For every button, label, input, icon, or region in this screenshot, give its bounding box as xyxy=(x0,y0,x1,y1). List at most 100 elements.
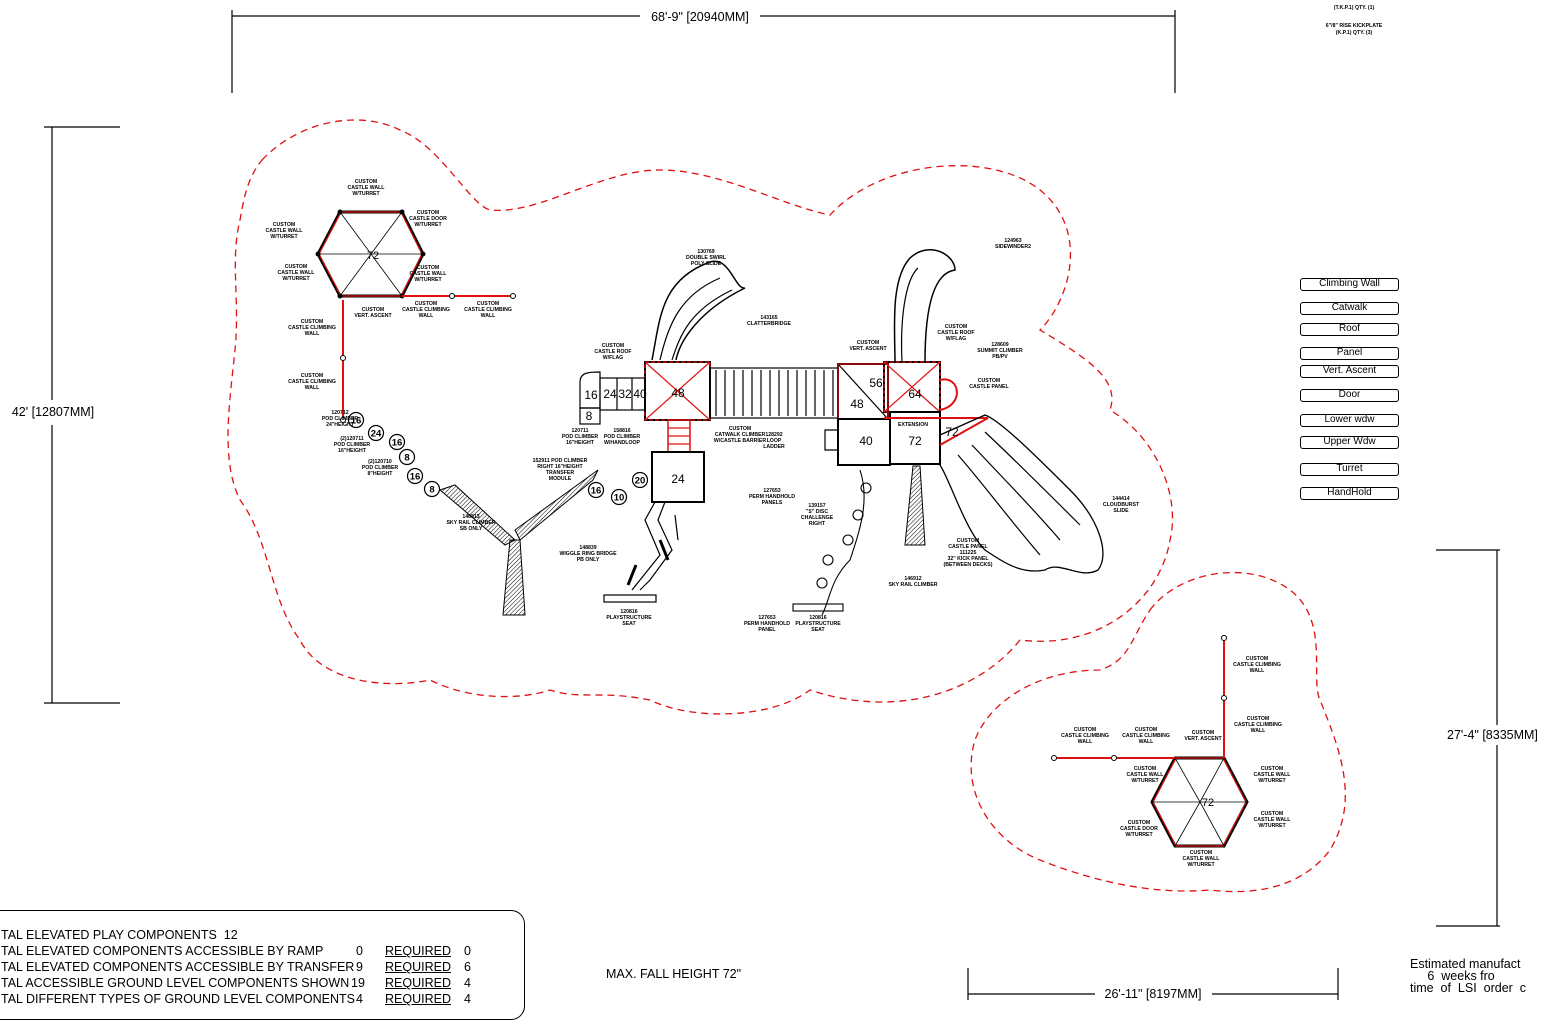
deck-40b-label: 40 xyxy=(859,434,873,448)
sky-rail-climber-right xyxy=(904,465,926,546)
step-16-label: 16 xyxy=(584,388,598,402)
legend-catwalk[interactable]: Catwalk xyxy=(1300,302,1399,315)
summary-value-2: 0 xyxy=(356,944,363,958)
deck-numbers: 48 16 24 32 40 8 24 56 48 64 40 72 72 xyxy=(584,376,959,486)
max-fall-height: MAX. FALL HEIGHT 72" xyxy=(606,967,742,981)
pod-climber-4 xyxy=(398,448,416,466)
step-32-label: 32 xyxy=(618,387,632,401)
summary-row-3: TAL ELEVATED COMPONENTS ACCESSIBLE BY TR… xyxy=(1,960,355,974)
legend-roof[interactable]: Roof xyxy=(1300,323,1399,336)
pod-climber-height-4: 8 xyxy=(404,453,409,464)
pod-climber-height-9: 10 xyxy=(614,493,625,504)
summary-required-4: REQUIRED xyxy=(385,976,451,990)
summary-row-1: TAL ELEVATED PLAY COMPONENTS 12 xyxy=(1,928,238,942)
deck-56-label: 56 xyxy=(869,376,883,390)
right-hex-platform xyxy=(1051,635,1249,848)
sky-rail-climber-left xyxy=(438,469,599,616)
step-8-label: 8 xyxy=(586,409,593,423)
legend-vert-ascent[interactable]: Vert. Ascent xyxy=(1300,365,1399,378)
step-24-label: 24 xyxy=(603,387,617,401)
step-40-label: 40 xyxy=(633,387,647,401)
accessibility-summary: TAL ELEVATED PLAY COMPONENTS 12 TAL ELEV… xyxy=(0,910,525,1020)
pod-climber-9 xyxy=(610,488,628,506)
pod-climber-7 xyxy=(587,481,605,499)
wiggle-ring-bridge xyxy=(603,501,679,603)
top-dimension-label: 68'-9" [20940MM] xyxy=(651,10,749,24)
safety-zone-main xyxy=(227,119,1174,715)
summary-required-value-2: 0 xyxy=(464,944,471,958)
deck-48-label: 48 xyxy=(671,386,685,400)
manufacture-estimate: Estimated manufact 6 weeks fro time of L… xyxy=(1410,957,1527,995)
pod-climber-height-6: 8 xyxy=(429,485,434,496)
legend-climbing-wall[interactable]: Climbing Wall xyxy=(1300,278,1399,291)
summary-required-value-4: 4 xyxy=(464,976,471,990)
kickplate-note-1: (T.K.P.1) QTY. (1) xyxy=(1334,5,1375,11)
legend-door[interactable]: Door xyxy=(1300,389,1399,402)
legend-lower-wdw[interactable]: Lower wdw xyxy=(1300,414,1399,427)
summary-required-2: REQUIRED xyxy=(385,944,451,958)
left-dimension-label: 42' [12807MM] xyxy=(12,405,94,419)
left-hex-platform xyxy=(315,209,516,423)
disc-challenge xyxy=(792,469,872,616)
bottom-dimension-label: 26'-11" [8197MM] xyxy=(1105,987,1202,1001)
kickplate-note-3: (K.P.1) QTY. (3) xyxy=(1336,30,1373,36)
deck-72a-label: 72 xyxy=(908,434,922,448)
deck-24-label: 24 xyxy=(671,472,685,486)
right-dimension-label: 27'-4" [8335MM] xyxy=(1447,728,1538,742)
legend-turret[interactable]: Turret xyxy=(1300,463,1399,476)
label-ext: EXTENSION xyxy=(898,422,928,428)
legend-upper-wdw[interactable]: Upper Wdw xyxy=(1300,436,1399,449)
pod-climber-3 xyxy=(388,433,406,451)
left-hex-deck-number: 72 xyxy=(367,250,379,262)
pod-climber-5 xyxy=(406,467,424,485)
pod-climber-8 xyxy=(631,471,649,489)
pod-climber-height-2: 24 xyxy=(371,429,382,440)
summary-row-2: TAL ELEVATED COMPONENTS ACCESSIBLE BY RA… xyxy=(1,944,324,958)
summary-required-value-3: 6 xyxy=(464,960,471,974)
pod-climber-height-7: 16 xyxy=(591,486,602,497)
pod-climber-height-5: 16 xyxy=(410,472,421,483)
pod-climber-1 xyxy=(347,411,365,429)
legend-handhold[interactable]: HandHold xyxy=(1300,487,1399,500)
right-dimension xyxy=(1436,549,1500,927)
legend-panel[interactable]: Panel xyxy=(1300,347,1399,360)
summary-row-4: TAL ACCESSIBLE GROUND LEVEL COMPONENTS S… xyxy=(1,976,350,990)
deck-64-label: 64 xyxy=(908,387,922,401)
pod-climber-height-1: 16 xyxy=(351,416,362,427)
top-dimension xyxy=(231,10,1176,93)
bottom-dimension xyxy=(967,968,1339,1000)
deck-72b-label: 72 xyxy=(945,425,959,439)
kickplate-note-2: 6"/8" RISE KICKPLATE xyxy=(1326,23,1383,29)
